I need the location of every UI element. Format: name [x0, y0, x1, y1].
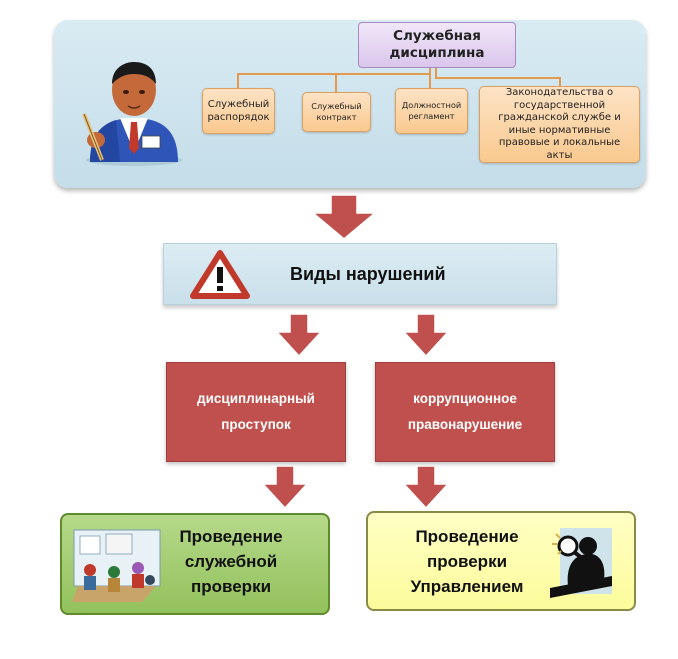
corruption-offense-box: коррупционное правонарушение	[375, 362, 555, 462]
arrow-down-2	[275, 314, 323, 358]
magnifier-inspector-icon	[550, 528, 612, 598]
service-schedule-box: Служебный распорядок	[202, 88, 275, 134]
legislation-box: Законодательства о государственной гражд…	[479, 86, 640, 163]
connector-zakon	[435, 68, 561, 86]
warning-triangle-icon	[190, 250, 250, 299]
arrow-down-5	[402, 466, 450, 510]
job-regulation-box: Должностной регламент	[395, 88, 468, 134]
discipline-box: Служебная дисциплина	[358, 22, 516, 68]
violations-title: Виды нарушений	[290, 264, 446, 284]
businessman-with-pen-icon	[82, 62, 182, 166]
service-contract-box: Служебный контракт	[302, 92, 371, 132]
connector-raspor	[237, 68, 431, 88]
arrow-down-3	[402, 314, 450, 358]
department-inspection-label: Проведение проверки Управлением	[410, 527, 524, 596]
service-inspection-label: Проведение служебной проверки	[179, 527, 283, 596]
arrow-down-4	[261, 466, 309, 510]
disciplinary-offense-box: дисциплинарный проступок	[166, 362, 346, 462]
meeting-room-icon	[72, 529, 161, 602]
arrow-down-1	[310, 195, 378, 240]
discipline-connectors	[237, 68, 561, 92]
